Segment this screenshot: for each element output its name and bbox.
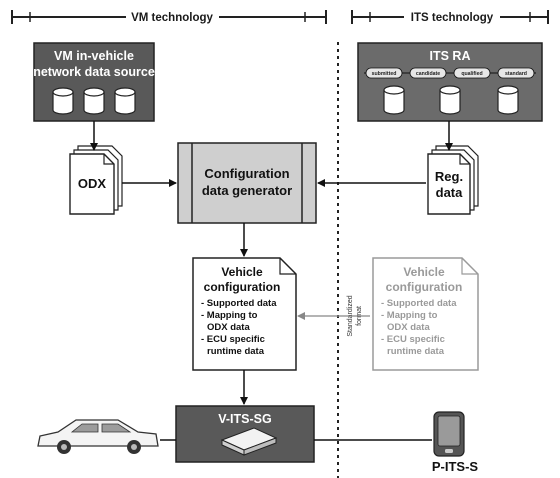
configuration-data-generator: Configuration data generator [177,142,317,224]
reg-data-line1: Reg. [435,169,463,184]
v-its-sg-box: V-ITS-SG [175,405,315,463]
database-icon [52,87,74,115]
vehicle-config-item: ODX data [207,322,250,333]
vehicle-config-std-title-line1: Vehicle [403,265,445,279]
stage-standard [497,67,535,79]
vm-source-title-line1: VM in-vehicle [54,49,134,63]
vehicle-config-item: - ECU specific [201,334,265,345]
generator-line2: data generator [202,183,292,198]
vehicle-config-std-item: - Supported data [381,298,457,309]
stage-candidate-label: candidate [416,71,440,77]
vehicle-config-std-item: - ECU specific [381,334,445,345]
its-ra-title: ITS RA [430,49,471,63]
v-its-sg-label: V-ITS-SG [218,412,271,426]
vm-data-source-box: VM in-vehicle network data source [33,42,155,122]
vehicle-config-item: - Mapping to [201,310,258,321]
stage-candidate [409,67,447,79]
odx-label: ODX [78,176,107,191]
database-icon [497,85,519,115]
database-icon [114,87,136,115]
database-icon [383,85,405,115]
vehicle-config-title-line2: configuration [204,280,281,294]
stage-submitted [365,67,403,79]
generator-line1: Configuration [204,166,289,181]
stage-pipeline: submitted candidate qualified standard [364,67,536,79]
vehicle-config-item: runtime data [207,346,265,357]
vehicle-config-std-item: ODX data [387,322,430,333]
vehicle-config-item: - Supported data [201,298,277,309]
vehicle-config-std-title-line2: configuration [386,280,463,294]
vehicle-config-title-line1: Vehicle [221,265,263,279]
vehicle-config-std-item: runtime data [387,346,445,357]
database-icon [83,87,105,115]
reg-data-document-stack: Reg. data [427,145,479,215]
vehicle-configuration-standard-document: Vehicle configuration - Supported data -… [372,257,479,371]
its-ra-box: ITS RA submitted candidate qualified sta… [357,42,543,122]
vehicle-config-std-item: - Mapping to [381,310,438,321]
vm-technology-header: VM technology [11,10,327,24]
stage-standard-label: standard [505,71,527,77]
stage-submitted-label: submitted [372,71,397,77]
vm-source-title-line2: network data source [33,65,155,79]
p-its-s-label: P-ITS-S [432,459,479,474]
gateway-device-icon [220,427,278,456]
stage-qualified [453,67,491,79]
database-icon [439,85,461,115]
vm-technology-label: VM technology [131,12,213,24]
its-technology-header: ITS technology [351,10,549,24]
reg-data-line2: data [436,185,464,200]
its-technology-label: ITS technology [411,12,494,24]
stage-qualified-label: qualified [461,71,482,77]
car-icon [37,419,159,454]
handheld-device-icon [433,411,465,457]
odx-document-stack: ODX [69,145,123,215]
vehicle-configuration-document: Vehicle configuration - Supported data -… [192,257,297,371]
